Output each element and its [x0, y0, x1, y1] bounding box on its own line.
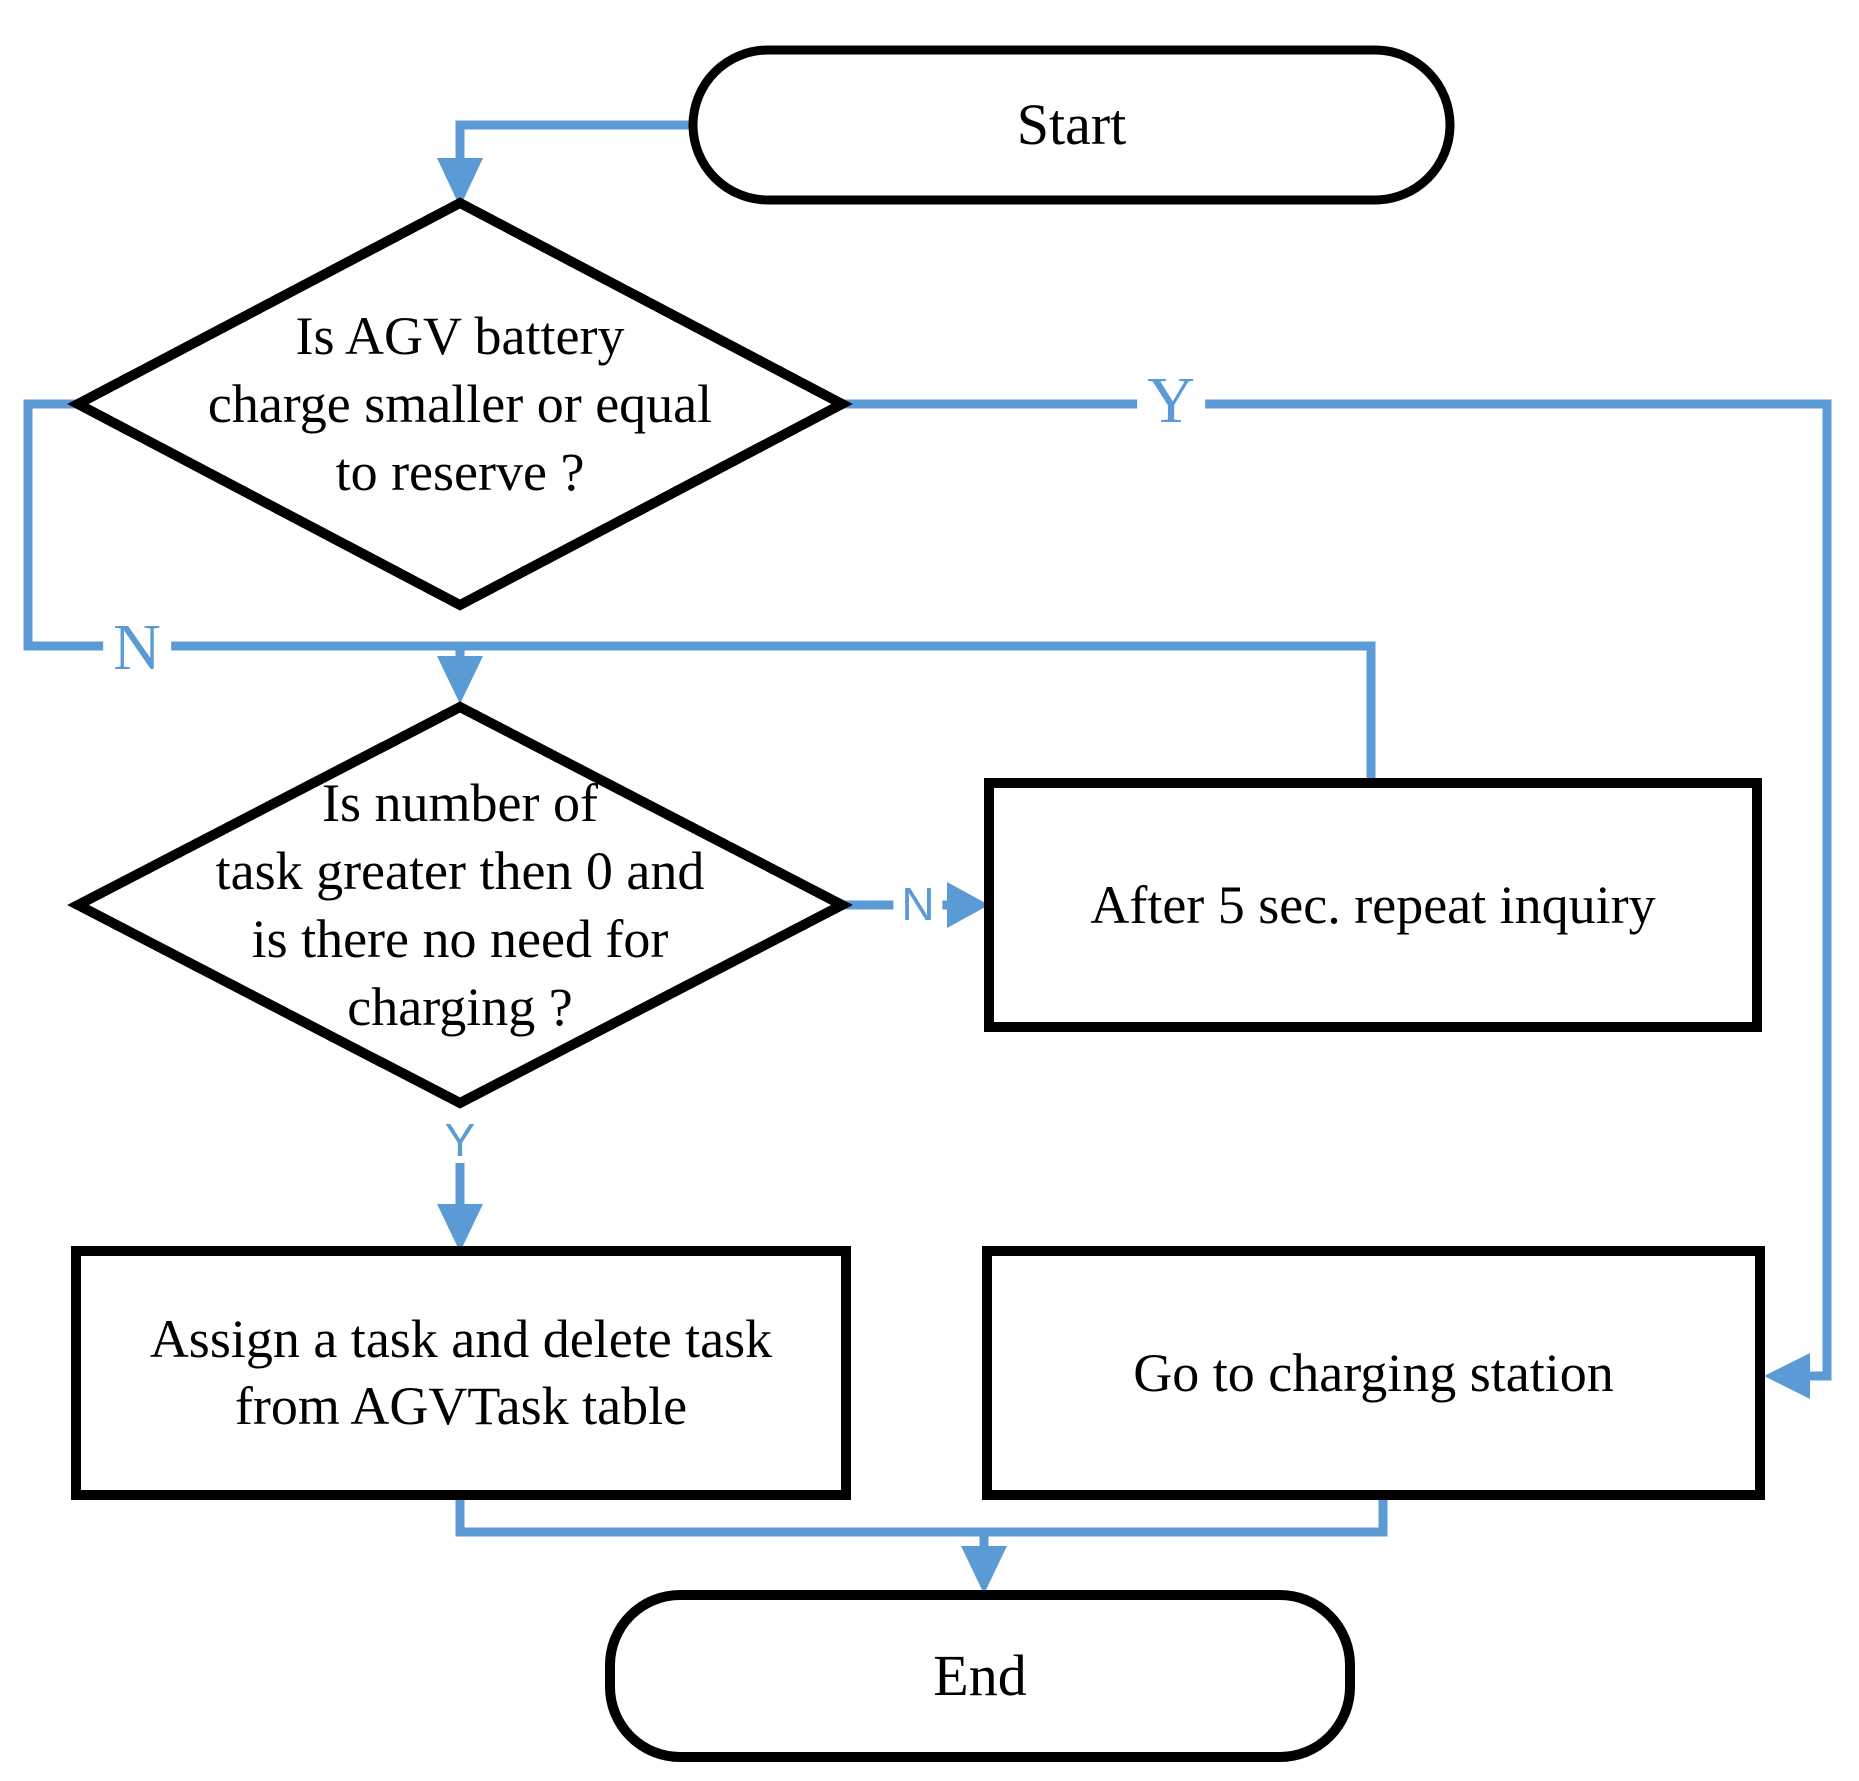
go-to-charging-box-shape	[982, 1246, 1765, 1500]
arrowhead-into-task-check	[437, 656, 483, 704]
arrowhead-into-go-to-charging	[1764, 1353, 1810, 1399]
arrowhead-into-battery-check	[437, 158, 483, 207]
edge-merge-rail	[455, 1497, 1388, 1537]
assign-task-box-shape	[71, 1246, 851, 1500]
arrowhead-into-assign-task	[437, 1204, 483, 1252]
battery-check-diamond-shape	[67, 197, 853, 611]
edge-battery-check-yes	[842, 399, 1832, 1381]
edge-battery-check-no	[23, 399, 1376, 785]
end-terminator-shape	[605, 1590, 1355, 1762]
start-terminator-shape	[688, 45, 1455, 205]
repeat-inquiry-box-shape	[984, 778, 1762, 1032]
arrowhead-into-end	[961, 1546, 1007, 1594]
edge-start-to-battery-check	[455, 120, 693, 162]
arrowhead-into-repeat-inquiry	[947, 882, 989, 928]
task-check-diamond-shape	[67, 701, 853, 1109]
